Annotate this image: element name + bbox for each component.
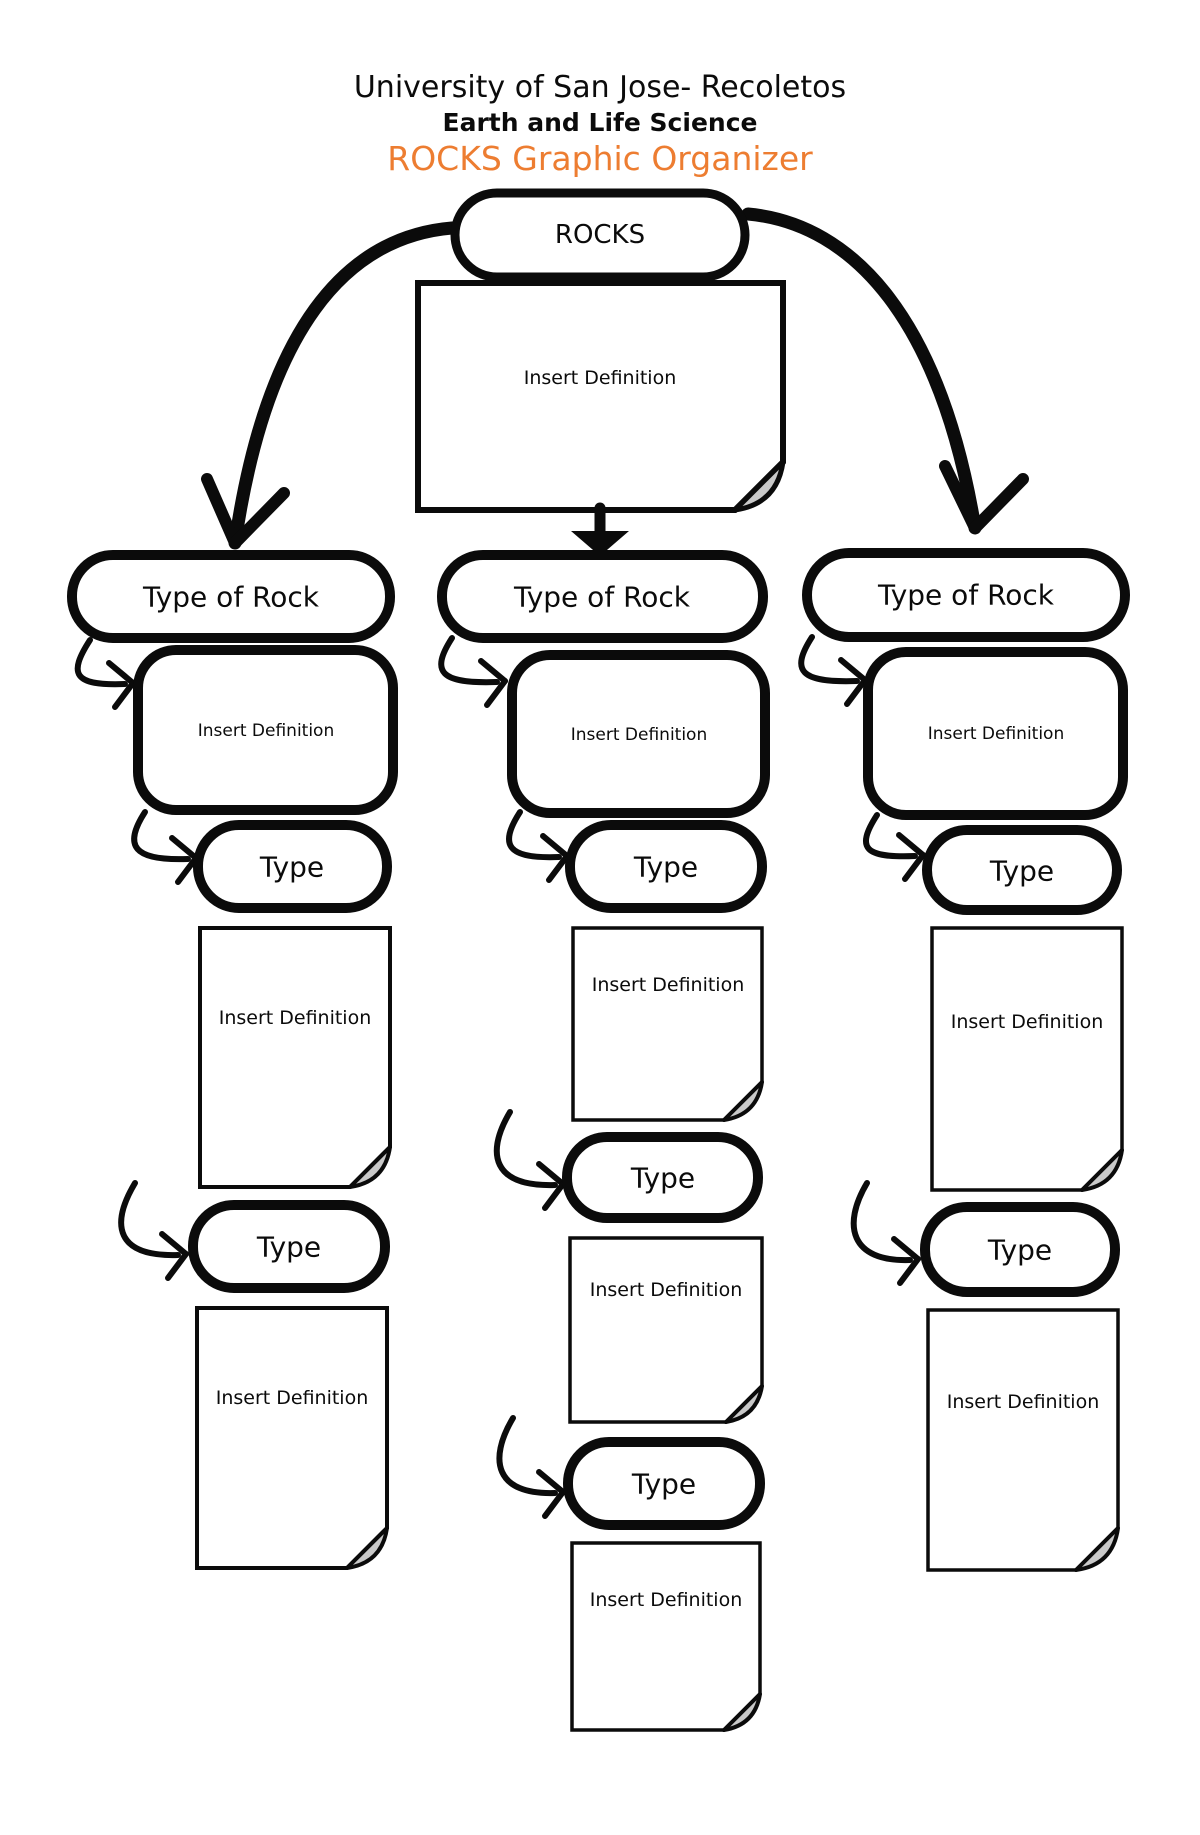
- course-subtitle: Earth and Life Science: [443, 108, 758, 137]
- col2-definition-text: Insert Definition: [571, 725, 707, 745]
- col3-header-label: Type of Rock: [877, 579, 1055, 612]
- col2-type2-pill[interactable]: [562, 1132, 763, 1223]
- col3-type1-label: Type: [989, 855, 1054, 888]
- col2-type1-pill[interactable]: [565, 820, 767, 913]
- col2-type2-definition-text: Insert Definition: [590, 1279, 743, 1301]
- col1-type2-doc[interactable]: Insert Definition: [195, 1306, 389, 1570]
- col2-type1-doc[interactable]: Insert Definition: [571, 926, 764, 1122]
- col2-type1-label: Type: [633, 851, 698, 884]
- col3-type1-definition-text: Insert Definition: [951, 1011, 1104, 1033]
- branch-arrow-right: [741, 207, 1029, 535]
- col3-definition-box[interactable]: [863, 647, 1128, 820]
- column-right: Type of Rock Insert Definition Type Inse…: [798, 548, 1130, 1572]
- col1-header-pill[interactable]: [67, 550, 395, 643]
- rocks-label: ROCKS: [555, 220, 645, 250]
- col2-type3-definition-text: Insert Definition: [590, 1589, 743, 1611]
- column-middle: Type of Rock Insert Definition Type Inse…: [437, 550, 770, 1732]
- col1-type2-label: Type: [256, 1231, 321, 1264]
- col1-hook-arrow-3: [118, 1180, 189, 1281]
- col3-type2-pill[interactable]: [920, 1202, 1120, 1297]
- col3-hook-arrow-1: [798, 634, 868, 707]
- col1-header-label: Type of Rock: [142, 581, 320, 614]
- col1-hook-arrow-1: [74, 637, 136, 710]
- folded-corner-icon: [345, 1526, 389, 1570]
- col2-type1-definition-text: Insert Definition: [592, 974, 745, 996]
- col3-type1-doc[interactable]: Insert Definition: [930, 926, 1124, 1192]
- col1-type1-label: Type: [259, 851, 324, 884]
- down-arrow: [571, 502, 629, 556]
- col1-type2-pill[interactable]: [188, 1200, 390, 1293]
- col1-definition-box[interactable]: [133, 645, 398, 815]
- column-left: Type of Rock Insert Definition Type Inse…: [67, 550, 398, 1570]
- col1-type1-definition-text: Insert Definition: [219, 1007, 372, 1029]
- col3-type1-pill[interactable]: [922, 825, 1122, 915]
- col2-type3-doc[interactable]: Insert Definition: [570, 1541, 762, 1732]
- col1-definition-text: Insert Definition: [198, 721, 334, 741]
- col1-hook-arrow-2: [131, 809, 199, 885]
- organizer-title: ROCKS Graphic Organizer: [387, 139, 813, 178]
- col1-type2-definition-text: Insert Definition: [216, 1387, 369, 1409]
- col3-type2-doc[interactable]: Insert Definition: [926, 1308, 1120, 1572]
- folded-corner-icon: [722, 1692, 762, 1732]
- col2-hook-arrow-2: [506, 809, 570, 883]
- col2-definition-box[interactable]: [507, 650, 770, 818]
- branch-arrow-left: [201, 221, 459, 550]
- col2-header-label: Type of Rock: [513, 581, 691, 614]
- col3-hook-arrow-2: [863, 812, 926, 882]
- folded-corner-icon: [732, 459, 786, 513]
- col2-type2-label: Type: [630, 1162, 695, 1195]
- col3-header-pill[interactable]: [802, 548, 1130, 642]
- folded-corner-icon: [722, 1080, 764, 1122]
- col1-type1-doc[interactable]: Insert Definition: [198, 926, 392, 1189]
- root-definition-text: Insert Definition: [524, 367, 677, 389]
- page-title: University of San Jose- Recoletos: [354, 70, 846, 105]
- col1-type1-pill[interactable]: [193, 820, 392, 913]
- col2-header-pill[interactable]: [437, 550, 768, 643]
- col2-type3-label: Type: [631, 1468, 696, 1501]
- folded-corner-icon: [1080, 1148, 1124, 1192]
- col2-type3-pill[interactable]: [563, 1437, 765, 1530]
- col2-type2-doc[interactable]: Insert Definition: [568, 1236, 764, 1424]
- rocks-pill[interactable]: [450, 188, 750, 282]
- col3-hook-arrow-3: [850, 1180, 921, 1286]
- col3-definition-text: Insert Definition: [928, 724, 1064, 744]
- col2-hook-arrow-3: [493, 1109, 566, 1211]
- folded-corner-icon: [1074, 1526, 1120, 1572]
- col2-hook-arrow-4: [496, 1415, 566, 1519]
- col3-type2-label: Type: [987, 1234, 1052, 1267]
- col3-type2-definition-text: Insert Definition: [947, 1391, 1100, 1413]
- folded-corner-icon: [724, 1384, 764, 1424]
- folded-corner-icon: [348, 1145, 392, 1189]
- root-definition-doc[interactable]: Insert Definition: [415, 280, 786, 513]
- col2-hook-arrow-1: [438, 635, 508, 708]
